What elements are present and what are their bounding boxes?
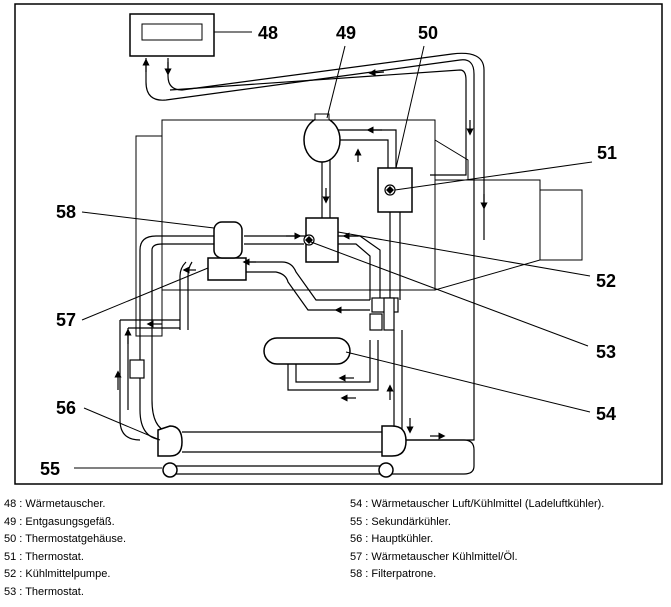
callout-55: 55 (40, 459, 60, 479)
component-48-heater-exchanger (129, 13, 252, 57)
cooling-circuit-diagram: 48 49 50 51 52 53 54 55 56 57 58 (14, 3, 663, 485)
pipe-fittings (129, 297, 399, 379)
callout-57: 57 (56, 310, 76, 330)
legend-item-51: 51 : Thermostat. (4, 550, 84, 563)
legend-item-54: 54 : Wärmetauscher Luft/Kühlmittel (Lade… (350, 498, 605, 510)
callout-51: 51 (597, 143, 617, 163)
callout-48: 48 (258, 23, 278, 43)
legend-right: 54 : Wärmetauscher Luft/Kühlmittel (Lade… (350, 496, 604, 584)
legend-item-55: 55 : Sekundärkühler. (350, 515, 451, 528)
callout-50: 50 (418, 23, 438, 43)
component-54-charge-air-cooler (263, 337, 591, 413)
callout-53: 53 (596, 342, 616, 362)
callout-49: 49 (336, 23, 356, 43)
component-55-secondary-radiator (74, 462, 394, 478)
callout-58: 58 (56, 202, 76, 222)
flow-arrows (114, 58, 488, 440)
component-51-thermostat (384, 161, 593, 196)
legend-item-57: 57 : Wärmetauscher Kühlmittel/Öl. (350, 550, 518, 563)
legend-item-49: 49 : Entgasungsgefäß. (4, 515, 115, 528)
component-58-filter-cartridge (81, 211, 243, 259)
component-49-expansion-tank (303, 45, 346, 163)
component-56-main-radiator (83, 407, 407, 457)
legend-item-56: 56 : Hauptkühler. (350, 533, 434, 546)
callout-54: 54 (596, 404, 616, 424)
component-57-oil-cooler (81, 257, 247, 321)
legend-left: 48 : Wärmetauscher. 49 : Entgasungsgefäß… (4, 496, 126, 602)
component-53-thermostat (303, 234, 589, 347)
legend-item-52: 52 : Kühlmittelpumpe. (4, 568, 111, 581)
callout-52: 52 (596, 271, 616, 291)
callout-56: 56 (56, 398, 76, 418)
diagram-frame (14, 3, 663, 485)
legend-item-58: 58 : Filterpatrone. (350, 568, 437, 581)
legend-item-50: 50 : Thermostatgehäuse. (4, 533, 127, 546)
engine-block (135, 119, 583, 337)
legend-item-48: 48 : Wärmetauscher. (4, 498, 106, 510)
legend-item-53: 53 : Thermostat. (4, 585, 84, 598)
